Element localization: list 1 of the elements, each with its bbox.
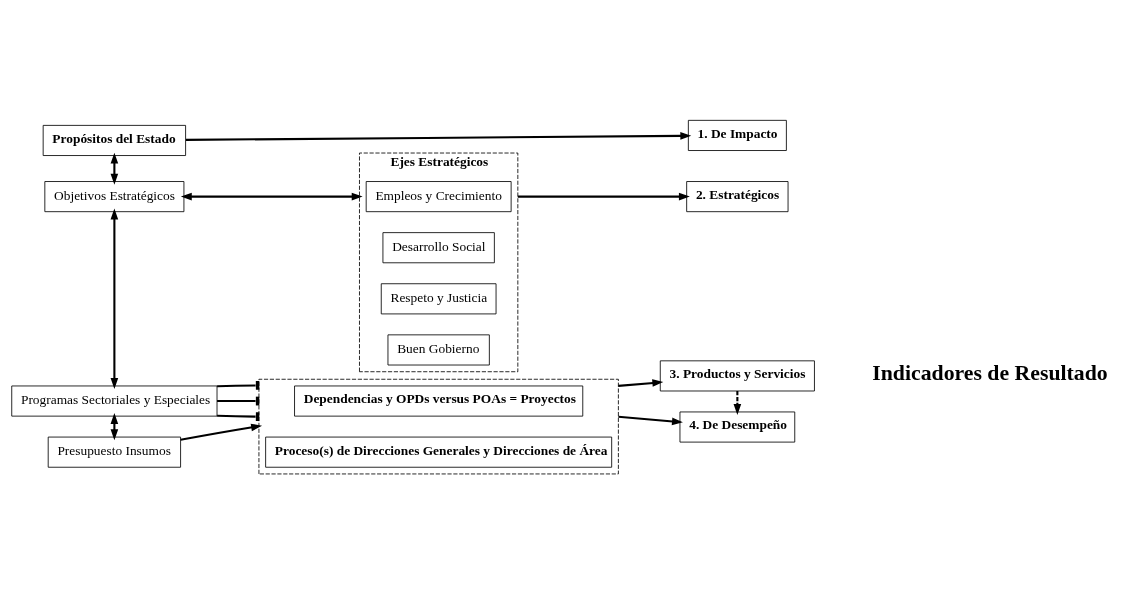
label: Indicadores de Resultado (872, 360, 1108, 385)
